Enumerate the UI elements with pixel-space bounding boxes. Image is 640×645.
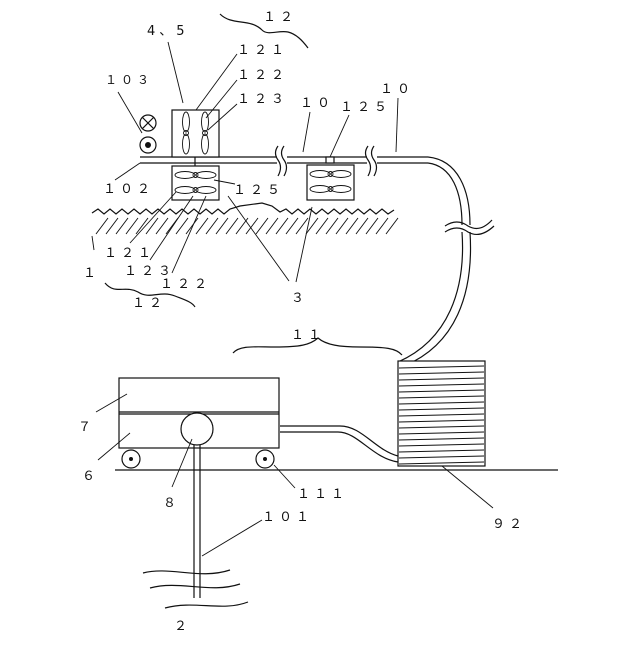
ground-hatch-line bbox=[266, 218, 278, 234]
label-12-bottom: １２ bbox=[132, 296, 166, 311]
label-3: ３ bbox=[291, 291, 308, 306]
ground-hatch-line bbox=[176, 218, 188, 234]
label-4-5: 4、5 bbox=[147, 24, 189, 39]
pump-trolley bbox=[119, 378, 279, 468]
label-111: １１１ bbox=[297, 487, 348, 502]
label-123-top: １２３ bbox=[237, 92, 288, 107]
ground-hatch-line bbox=[326, 218, 338, 234]
ground-hatch-line bbox=[216, 218, 228, 234]
ground-hatch-line bbox=[286, 218, 298, 234]
label-12-top: １２ bbox=[263, 10, 297, 25]
label-6: ６ bbox=[82, 469, 99, 484]
ground-hatch-line bbox=[356, 218, 368, 234]
ground-hatch-line bbox=[206, 218, 218, 234]
ground-hatch-line bbox=[276, 218, 288, 234]
fan-unit-12-upper bbox=[172, 110, 219, 163]
label-122-top: １２２ bbox=[237, 68, 288, 83]
label-103: １０３ bbox=[105, 73, 153, 87]
ground-hatch-line bbox=[186, 218, 198, 234]
ground-hatch-line bbox=[126, 218, 138, 234]
ground-hatch-line bbox=[96, 218, 108, 234]
ground-hatch-line bbox=[196, 218, 208, 234]
label-11: １１ bbox=[291, 328, 325, 343]
label-101: １０１ bbox=[262, 510, 313, 525]
ground-hatch-line bbox=[156, 218, 168, 234]
suction-pipe-101 bbox=[194, 445, 200, 598]
label-1: １ bbox=[83, 266, 100, 281]
label-125-mid: １２５ bbox=[233, 183, 284, 198]
circle-x-icon bbox=[140, 115, 156, 131]
ground-hatch-line bbox=[366, 218, 378, 234]
hose-reel-92 bbox=[398, 361, 485, 466]
fan-unit-12-lower bbox=[172, 163, 219, 200]
label-121-top: １２１ bbox=[237, 43, 288, 58]
label-92: ９２ bbox=[492, 517, 526, 532]
label-10-b: １０ bbox=[380, 82, 414, 97]
ground-hatch-line bbox=[236, 218, 248, 234]
label-2: ２ bbox=[174, 619, 191, 634]
label-102: １０２ bbox=[103, 182, 154, 197]
water-2 bbox=[143, 570, 248, 608]
ground-hatch-line bbox=[116, 218, 128, 234]
ground-hatch-line bbox=[376, 218, 388, 234]
ground-hatch-line bbox=[316, 218, 328, 234]
reference-labels: １２ 4、5 １２１ １２２ １２３ １０３ １０ １２５ １０ １０２ １２５… bbox=[78, 10, 526, 634]
pump-8 bbox=[181, 413, 213, 445]
ground-hatch-line bbox=[296, 218, 308, 234]
circle-dot-icon bbox=[140, 137, 156, 153]
ground-1 bbox=[92, 203, 398, 234]
label-121-bottom: １２１ bbox=[104, 246, 155, 261]
ground-hatch-line bbox=[136, 218, 148, 234]
label-122-bottom: １２２ bbox=[160, 277, 211, 292]
label-8: ８ bbox=[163, 496, 180, 511]
label-125-top: １２５ bbox=[340, 100, 391, 115]
ground-hatch-line bbox=[336, 218, 348, 234]
ground-hatch-line bbox=[346, 218, 358, 234]
ground-hatch-line bbox=[386, 218, 398, 234]
ground-hatch-line bbox=[106, 218, 118, 234]
ground-hatch-line bbox=[146, 218, 158, 234]
ground-hatch-line bbox=[246, 218, 258, 234]
label-10-a: １０ bbox=[300, 96, 334, 111]
ground-hatch-line bbox=[226, 218, 238, 234]
label-7: ７ bbox=[78, 420, 95, 435]
ground-hatch-line bbox=[256, 218, 268, 234]
